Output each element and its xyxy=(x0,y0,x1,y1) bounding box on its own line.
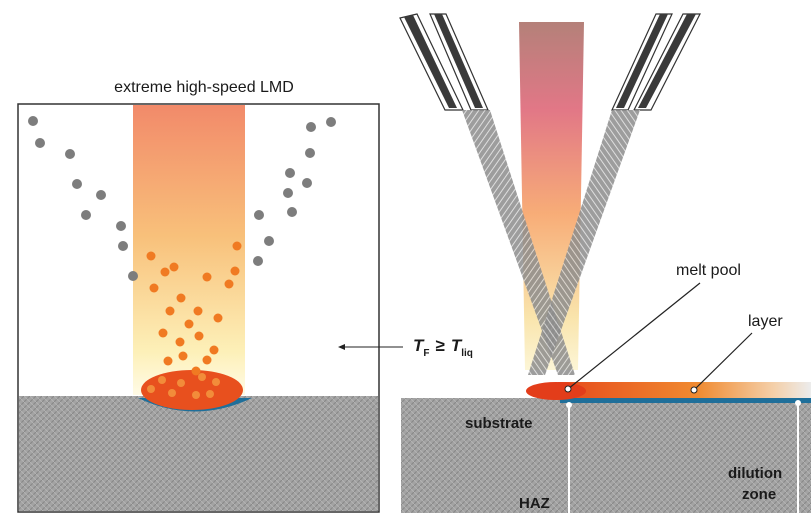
powder-particle xyxy=(81,210,91,220)
formula-subscript-f: F xyxy=(423,348,429,359)
powder-stream-right xyxy=(528,110,640,375)
powder-particle xyxy=(283,188,293,198)
formula-symbol-t: T xyxy=(413,336,425,355)
pool-particle xyxy=(212,378,220,386)
molten-particle xyxy=(230,266,240,276)
right-dilution-line xyxy=(560,398,811,403)
powder-particle xyxy=(116,221,126,231)
powder-particle xyxy=(306,122,316,132)
powder-particle xyxy=(254,210,264,220)
label-layer: layer xyxy=(748,313,783,330)
powder-particles xyxy=(28,116,336,281)
molten-particle xyxy=(202,272,212,282)
pool-particle xyxy=(158,376,166,384)
powder-particle xyxy=(302,178,312,188)
layer-pointer xyxy=(693,332,753,391)
molten-particles xyxy=(146,241,242,376)
molten-particle xyxy=(213,313,223,323)
molten-particle xyxy=(160,267,170,277)
molten-particle xyxy=(202,355,212,365)
layer-pointer-dot xyxy=(690,386,698,394)
pool-particle xyxy=(147,385,155,393)
molten-particle xyxy=(165,306,175,316)
left-melt-pool xyxy=(141,370,243,410)
right-melt-pool xyxy=(526,382,586,400)
melt-pool-pointer-dot xyxy=(564,385,572,393)
pool-particle xyxy=(177,379,185,387)
molten-particle xyxy=(194,331,204,341)
formula-subscript-liq: liq xyxy=(461,348,473,359)
haz-marker-dot xyxy=(566,402,572,408)
dilution-marker-dot xyxy=(795,400,801,406)
left-substrate xyxy=(19,396,378,511)
powder-stream-left xyxy=(462,110,575,375)
powder-particle xyxy=(253,256,263,266)
label-substrate: substrate xyxy=(465,415,533,432)
formula-relation: ≥ xyxy=(436,336,445,355)
molten-particle xyxy=(178,351,188,361)
left-laser-beam xyxy=(133,105,245,395)
label-haz: HAZ xyxy=(519,495,550,512)
right-panel: melt pool layer substrate HAZ dilution z… xyxy=(399,13,811,513)
molten-particle xyxy=(184,319,194,329)
left-panel-title: extreme high-speed LMD xyxy=(114,79,294,96)
powder-particle xyxy=(28,116,38,126)
molten-particle xyxy=(163,356,173,366)
right-substrate xyxy=(401,398,811,513)
powder-particle xyxy=(96,190,106,200)
pool-particle xyxy=(206,390,214,398)
molten-particle xyxy=(175,337,185,347)
powder-particle xyxy=(65,149,75,159)
powder-particle xyxy=(72,179,82,189)
molten-particle xyxy=(176,293,186,303)
deposited-layer xyxy=(558,382,811,398)
label-dilution-line2: zone xyxy=(742,486,776,503)
molten-particle xyxy=(158,328,168,338)
powder-particle xyxy=(264,236,274,246)
melt-pool-pointer xyxy=(567,282,701,390)
powder-particle xyxy=(305,148,315,158)
powder-particle xyxy=(35,138,45,148)
molten-particle xyxy=(224,279,234,289)
molten-particle xyxy=(232,241,242,251)
molten-particle xyxy=(193,306,203,316)
powder-particle xyxy=(118,241,128,251)
label-dilution-line1: dilution xyxy=(728,465,782,482)
pool-particle xyxy=(168,389,176,397)
molten-particle xyxy=(169,262,179,272)
nozzle xyxy=(399,13,701,111)
molten-particle xyxy=(149,283,159,293)
temperature-condition: TF≥Tliq xyxy=(413,336,473,359)
pool-particle xyxy=(192,391,200,399)
label-melt-pool: melt pool xyxy=(676,262,741,279)
pool-particle xyxy=(198,373,206,381)
molten-particle xyxy=(146,251,156,261)
powder-particle xyxy=(285,168,295,178)
melt-pool-particles xyxy=(147,373,220,399)
molten-particle xyxy=(209,345,219,355)
powder-particle xyxy=(128,271,138,281)
formula-symbol-t2: T xyxy=(451,336,463,355)
left-panel: extreme high-speed LMD TF≥Tliq xyxy=(17,79,473,513)
formula-pointer-arrowhead xyxy=(338,344,345,350)
powder-particle xyxy=(287,207,297,217)
powder-particle xyxy=(326,117,336,127)
molten-particle xyxy=(191,366,201,376)
